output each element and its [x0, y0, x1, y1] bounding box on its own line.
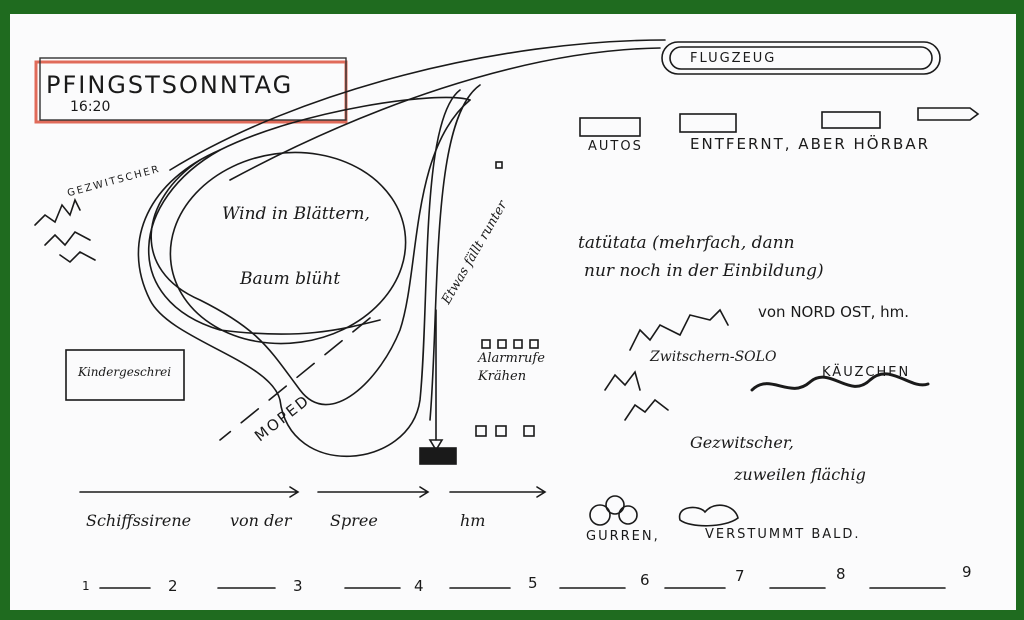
ground-marker [419, 447, 457, 465]
cars-label: AUTOS [588, 139, 643, 154]
sketch-drawing [34, 39, 980, 589]
children-box [65, 349, 185, 401]
timeline-mark: 1 [82, 579, 90, 593]
cooing-cloud [589, 504, 611, 526]
wind-label: Wind in Blättern, [222, 204, 370, 224]
timeline-mark: 3 [293, 577, 303, 595]
siren-label-2: nur noch in der Einbildung) [584, 261, 824, 281]
chirp-zigzag [34, 197, 81, 226]
solo-label: Zwitschern-SOLO [650, 349, 777, 365]
siren-label-1: tatütata (mehrfach, dann [578, 233, 795, 253]
owl-label: KÄUZCHEN [822, 365, 911, 380]
moped-path [219, 317, 371, 441]
crows-label-1: Alarmrufe [478, 351, 545, 366]
airplane-label: FLUGZEUG [690, 51, 777, 66]
park-inner [169, 151, 407, 345]
title-box [39, 57, 347, 121]
owl-wave [750, 372, 930, 392]
timeline-mark: 9 [962, 563, 972, 581]
children-label: Kindergeschrei [78, 365, 172, 379]
car-box [579, 117, 641, 137]
timeline-mark: 7 [735, 567, 745, 585]
crow-squares [475, 339, 539, 437]
tree-label: Baum blüht [240, 269, 341, 289]
ship-label-4: hm [460, 511, 486, 530]
chirp-label-1: Gezwitscher, [690, 433, 794, 452]
ship-label-3: Spree [330, 511, 378, 530]
cooing-label: GURREN, [586, 529, 660, 544]
timeline-arrow [79, 486, 300, 498]
distant-label: ENTFERNT, ABER HÖRBAR [690, 135, 931, 153]
timeline-mark: 8 [836, 565, 846, 583]
title: PFINGSTSONNTAG [46, 71, 294, 99]
direction-label: von NORD OST, hm. [758, 303, 910, 321]
ship-label-2: von der [230, 511, 292, 530]
timeline-mark: 5 [528, 574, 538, 592]
timeline-mark: 4 [414, 577, 424, 595]
crows-label-2: Krähen [478, 369, 527, 384]
chirp-label-2: zuweilen flächig [734, 465, 866, 484]
sketch-paper [10, 14, 1016, 610]
airplane-loop [661, 41, 941, 75]
ship-label-1: Schiffssirene [86, 511, 192, 530]
timeline-mark: 6 [640, 571, 650, 589]
title-time: 16:20 [70, 99, 111, 115]
fades-label: VERSTUMMT BALD. [705, 527, 861, 542]
timeline-mark: 2 [168, 577, 178, 595]
